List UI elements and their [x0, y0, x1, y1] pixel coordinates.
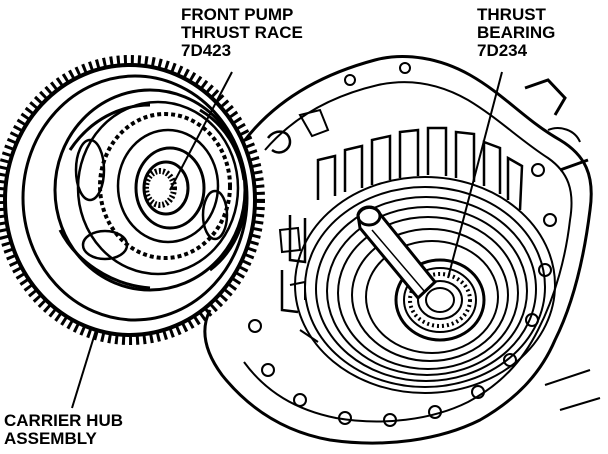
thrust-bearing-label-line1: THRUST — [477, 5, 546, 24]
clutch-drum — [280, 126, 524, 314]
leader-thrust-bearing — [447, 71, 503, 279]
front-pump-thrust-race-label: FRONT PUMP THRUST RACE 7D423 — [181, 6, 303, 60]
clutch-rings — [294, 176, 556, 394]
input-shaft — [356, 205, 438, 301]
thrust-bearing-label-line2: BEARING — [477, 23, 556, 42]
leader-front-pump-race — [169, 71, 233, 191]
carrier-hub-assembly-label: CARRIER HUB ASSEMBLY — [4, 412, 123, 448]
front-pump-label-line2: THRUST RACE — [181, 23, 303, 42]
thrust-bearing-label: THRUST BEARING 7D234 — [477, 6, 555, 60]
case-bolt-holes — [248, 62, 557, 427]
carrier-hub-label-line2: ASSEMBLY — [4, 429, 97, 448]
carrier-hub-label-line1: CARRIER HUB — [4, 411, 123, 430]
front-pump-label-part-number: 7D423 — [181, 41, 232, 60]
thrust-bearing-part — [394, 258, 486, 342]
carrier-hub-part — [0, 55, 265, 345]
leader-lines — [71, 71, 503, 409]
thrust-bearing-label-part-number: 7D234 — [477, 41, 528, 60]
front-pump-label-line1: FRONT PUMP — [181, 5, 294, 24]
leader-carrier-hub — [71, 329, 97, 409]
